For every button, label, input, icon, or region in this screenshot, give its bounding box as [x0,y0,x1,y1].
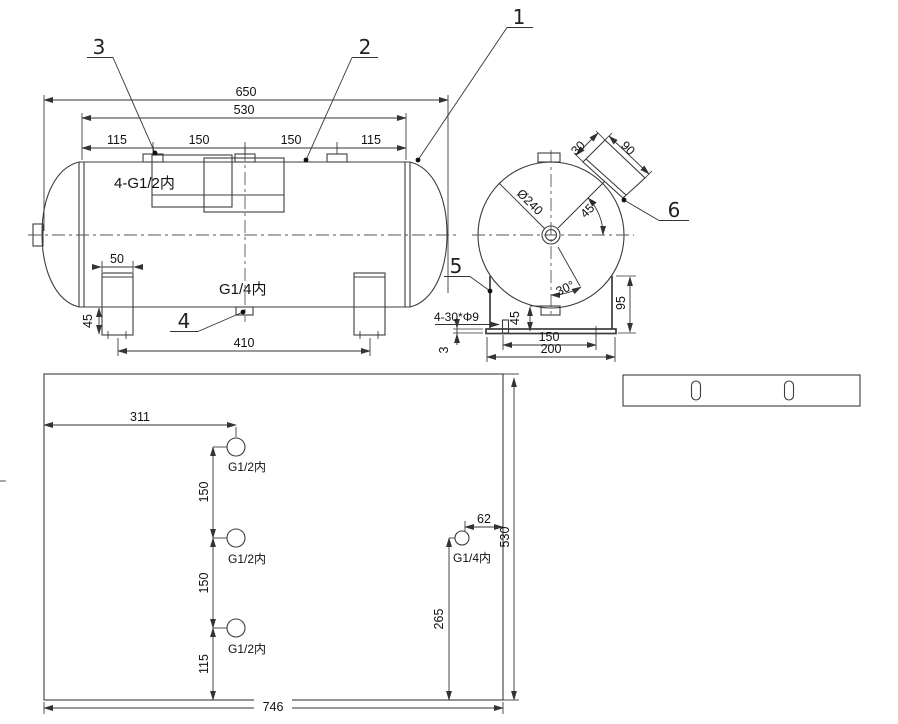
port-circle-3 [226,618,246,638]
dim-95-text: 95 [614,296,628,310]
dim-drain-offset: 265 [432,537,452,701]
svg-text:2: 2 [359,35,372,59]
dim-150a-text: 150 [197,482,211,503]
dim-115b-text: 115 [197,654,211,674]
dim-foot-height: 45 [508,305,543,332]
dim-development-width: 530 [498,377,517,701]
bottom-view: 150 150 115 311 62 265 530 [43,373,519,714]
port1-label: G1/2内 [228,460,266,474]
end-bottom-stub [540,305,561,316]
dim-115-right: 115 [361,133,381,147]
port-circle-4 [454,530,470,546]
dim-shell-length: 530 [81,103,407,160]
dim-410-text: 410 [234,336,255,350]
radius-line-diameter [498,182,546,230]
side-view: 650 530 115 150 150 115 50 [28,85,456,356]
dim-leg-height: 45 [81,307,102,335]
dim-265-text: 265 [432,609,446,630]
dim-base-thickness: 3 [437,317,483,353]
foot-slot-1 [690,380,702,401]
dim-115-left: 115 [107,133,127,147]
port4-label: G1/4内 [453,551,491,565]
balloon-callouts: 1 2 3 4 5 6 [87,5,689,333]
dim-port-chain: 150 150 115 [197,446,216,701]
dim-port-offset: 311 [43,410,237,437]
balloon-3: 3 [87,35,158,156]
dim-plate-length: 90 [604,132,653,179]
dim-development-length: 746 [43,699,504,714]
dim-746-text: 746 [263,700,284,714]
foot-slot-2 [783,380,795,401]
dim-150e-text: 150 [539,330,560,344]
balloon-1: 1 [415,5,533,163]
dim-plate-width: 30 [568,130,606,163]
balloon-6: 6 [621,197,689,222]
port-circle-2 [226,528,246,548]
dim-530-text: 530 [234,103,255,117]
top-ports-label: 4-G1/2内 [114,175,175,192]
svg-text:4: 4 [178,309,191,333]
end-view: 45° 30° Ø240 30 90 95 [434,130,653,362]
dim-150-left: 150 [189,133,210,147]
svg-text:1: 1 [513,5,526,29]
dim-leg-width: 50 [91,252,144,272]
port3-label: G1/2内 [228,642,266,656]
dim-150b-text: 150 [197,573,211,594]
drain-stub [235,306,254,316]
balloon-2: 2 [303,35,378,163]
radius-line-30 [557,246,581,287]
dim-saddle-height: 95 [614,275,636,334]
dim-drain-edge: 62 [464,512,504,531]
dim-150-right: 150 [281,133,302,147]
base-slot [501,319,510,334]
dim-50-text: 50 [110,252,124,266]
port-circle-1 [226,437,246,457]
dim-200-text: 200 [541,342,562,356]
angle-30-text: 30° [554,278,577,299]
dim-650-text: 650 [236,85,257,99]
dim-45e-text: 45 [508,311,522,325]
svg-text:3: 3 [93,35,106,59]
foot-plate-detail [622,374,861,407]
dim-30-text: 30 [568,138,588,158]
dim-530p-text: 530 [498,527,512,548]
dim-45-text: 45 [81,314,95,328]
balloon-4: 4 [170,309,246,333]
end-top-stub [537,152,561,163]
dim-311-text: 311 [130,410,150,424]
balloon-5: 5 [444,254,493,294]
dim-overall-length: 650 [43,85,449,293]
dim-leg-span: 410 [117,336,371,356]
arc-45deg [587,197,607,236]
drain-label: G1/4内 [219,281,267,298]
dim-slot-spacing: 150 [502,330,597,350]
shell-development-outline [43,373,504,701]
dim-3-text: 3 [437,346,451,353]
nameplates [151,154,285,213]
slots-label: 4-30*Φ9 [434,310,479,324]
port2-label: G1/2内 [228,552,266,566]
angle-45-text: 45° [578,198,601,221]
dim-base-width: 200 [486,337,616,362]
slots-callout: 4-30*Φ9 [434,310,500,328]
dim-port-spacing: 115 150 150 115 [81,133,407,154]
radius-line-45 [557,180,606,229]
svg-text:5: 5 [450,254,463,278]
legs [101,272,386,339]
svg-text:6: 6 [668,198,681,222]
arc-30deg [550,286,582,299]
dim-62-text: 62 [477,512,491,526]
